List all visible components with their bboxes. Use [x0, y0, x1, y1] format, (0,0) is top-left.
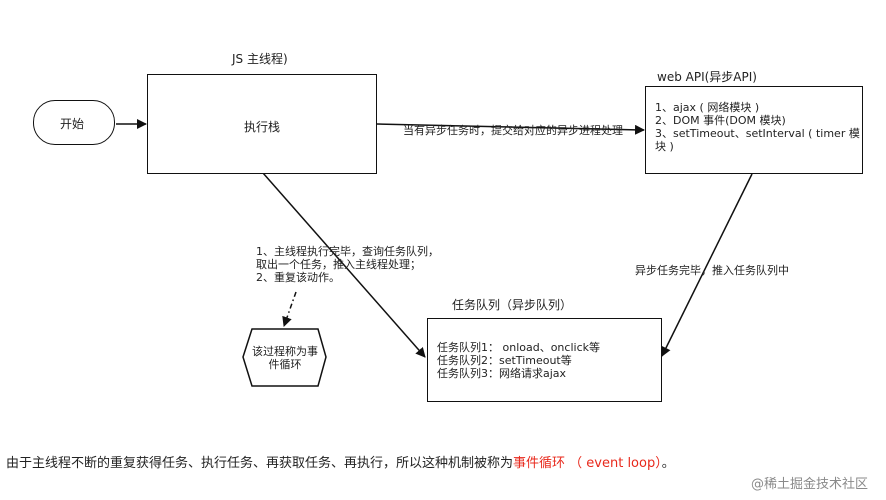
main-thread-title: JS 主线程) [232, 52, 288, 66]
arrow-stack-to-webapi [376, 123, 645, 135]
start-node: 开始 [33, 100, 115, 145]
event-loop-note-shape [242, 328, 327, 387]
start-label: 开始 [60, 117, 85, 131]
call-stack-label: 执行栈 [244, 120, 281, 134]
arrow-stack-to-queue [262, 172, 426, 358]
task-queue-title: 任务队列（异步队列） [452, 298, 573, 312]
web-api-box: 1、ajax ( 网络模块 ) 2、DOM 事件(DOM 模块) 3、setTi… [645, 86, 863, 174]
async-submit-label: 当有异步任务时，提交给对应的异步进程处理 [403, 124, 623, 137]
web-api-list: 1、ajax ( 网络模块 ) 2、DOM 事件(DOM 模块) 3、setTi… [655, 101, 860, 153]
event-loop-steps: 1、主线程执行完毕，查询任务队列， 取出一个任务，推入主线程处理； 2、重复该动… [256, 245, 439, 284]
event-loop-note-text: 该过程称为事 件循环 [252, 345, 318, 371]
arrow-webapi-to-queue [661, 173, 753, 357]
arrow-loop-to-note [282, 291, 297, 327]
watermark: @稀土掘金技术社区 [750, 477, 868, 492]
task-queue-box: 任务队列1： onload、onclick等 任务队列2：setTimeout等… [427, 318, 662, 402]
caption-highlight: 事件循环 （ event loop） [513, 456, 662, 471]
call-stack-box: 执行栈 [147, 74, 377, 174]
caption: 由于主线程不断的重复获得任务、执行任务、再获取任务、再执行，所以这种机制被称为事… [6, 452, 675, 471]
async-done-label: 异步任务完毕，推入任务队列中 [635, 264, 789, 277]
web-api-title: web API(异步API) [657, 70, 757, 84]
task-queue-list: 任务队列1： onload、onclick等 任务队列2：setTimeout等… [437, 341, 600, 380]
caption-suffix: 。 [661, 456, 675, 471]
caption-text: 由于主线程不断的重复获得任务、执行任务、再获取任务、再执行，所以这种机制被称为 [6, 456, 514, 471]
